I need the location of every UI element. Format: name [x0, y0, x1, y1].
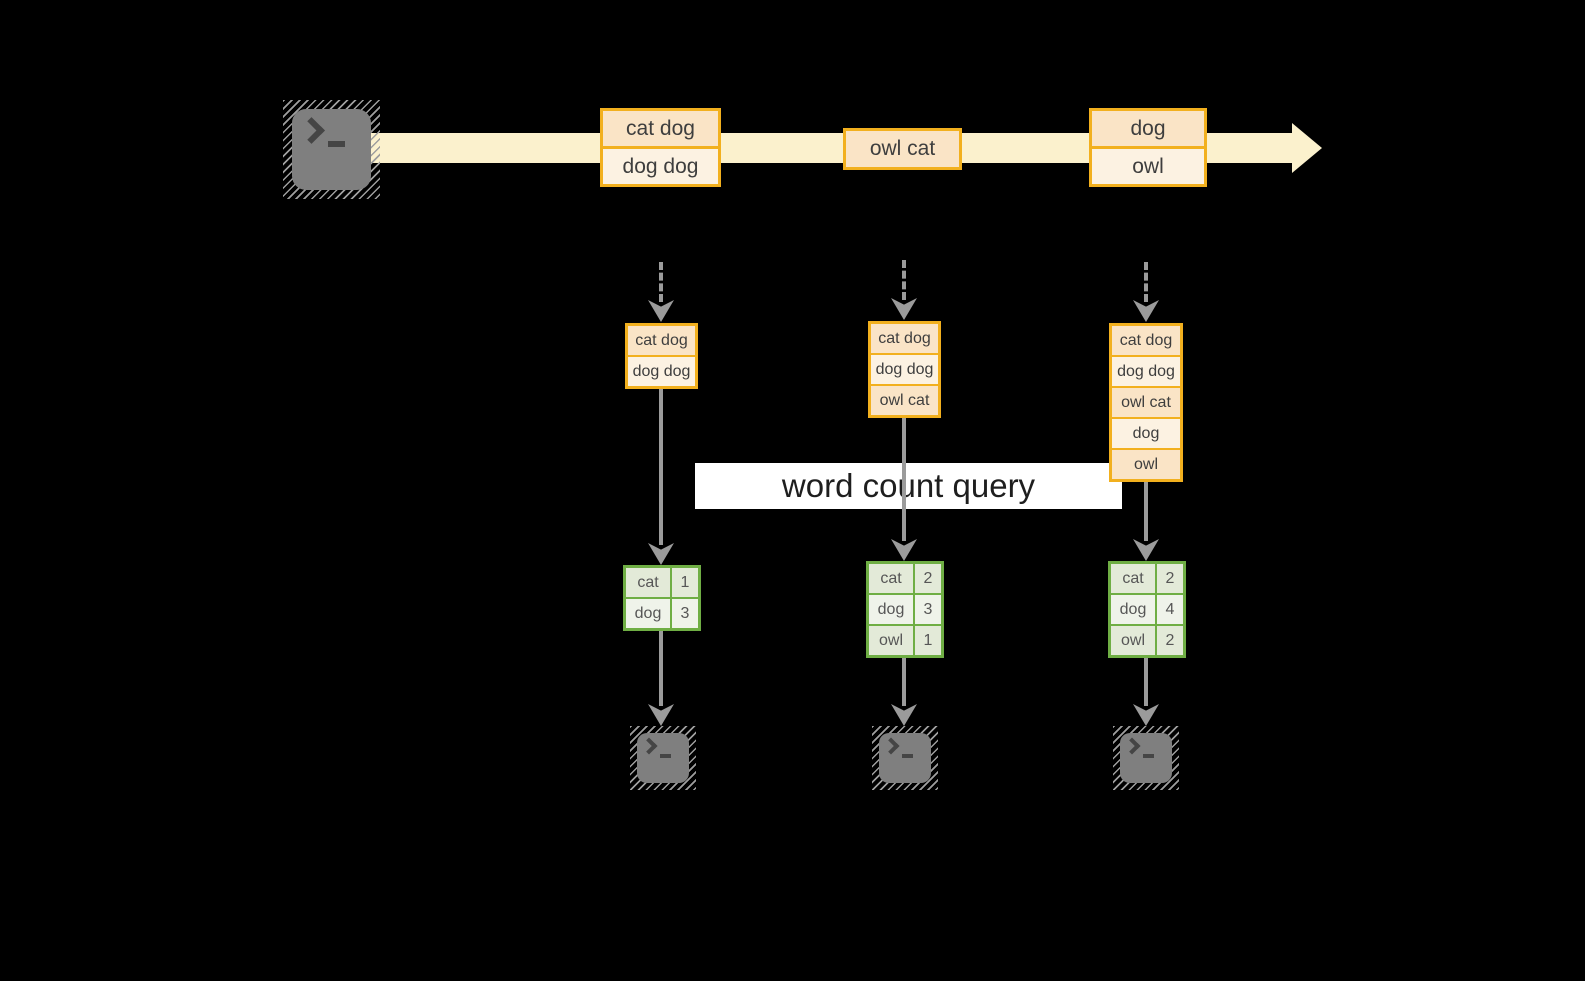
prompt-underscore-icon [328, 141, 345, 147]
prompt-chevron-icon [298, 117, 325, 144]
buffer-cell: dog [1112, 419, 1180, 448]
event-cell: owl cat [846, 131, 959, 167]
count-word-cell: dog [626, 599, 670, 628]
prompt-underscore-icon [1143, 754, 1154, 758]
stream-event-box-3: dog owl [1089, 108, 1207, 187]
buffer-cell: cat dog [628, 326, 695, 355]
arrow-line [902, 416, 906, 541]
sink-terminal-icon [1113, 726, 1179, 790]
stream-event-box-2: owl cat [843, 128, 962, 170]
query-banner: word count query [695, 463, 1122, 509]
buffer-cell: owl cat [1112, 388, 1180, 417]
dashed-arrow-line [902, 260, 906, 300]
count-word-cell: dog [1111, 595, 1155, 624]
buffer-cell: owl [1112, 450, 1180, 479]
terminal-screen [1120, 733, 1172, 783]
stream-event-box-1: cat dog dog dog [600, 108, 721, 187]
query-banner-label: word count query [781, 467, 1036, 504]
prompt-chevron-icon [640, 737, 658, 755]
count-value-cell: 3 [915, 595, 941, 624]
terminal-screen [637, 733, 689, 783]
event-buffer-3: cat dog dog dog owl cat dog owl [1109, 323, 1183, 482]
arrow-head-icon [1133, 300, 1159, 322]
event-buffer-1: cat dog dog dog [625, 323, 698, 389]
count-word-cell: owl [869, 626, 913, 655]
arrow-head-icon [891, 298, 917, 320]
source-terminal-icon [283, 100, 380, 199]
event-buffer-2: cat dog dog dog owl cat [868, 321, 941, 418]
stream-arrow-head-icon [1292, 123, 1322, 173]
buffer-cell: dog dog [871, 355, 938, 384]
event-cell: dog dog [603, 149, 718, 184]
arrow-head-icon [1133, 704, 1159, 726]
count-table-2: cat 2 dog 3 owl 1 [866, 561, 944, 658]
arrow-line [1144, 480, 1148, 541]
dashed-arrow-line [659, 262, 663, 302]
count-word-cell: dog [869, 595, 913, 624]
buffer-cell: owl cat [871, 386, 938, 415]
arrow-line [659, 387, 663, 545]
count-value-cell: 3 [672, 599, 698, 628]
count-value-cell: 4 [1157, 595, 1183, 624]
prompt-underscore-icon [660, 754, 671, 758]
event-cell: dog [1092, 111, 1204, 146]
count-word-cell: cat [626, 568, 670, 597]
count-value-cell: 2 [1157, 626, 1183, 655]
arrow-head-icon [648, 543, 674, 565]
dashed-arrow-line [1144, 262, 1148, 302]
arrow-head-icon [891, 704, 917, 726]
buffer-cell: dog dog [628, 357, 695, 386]
count-value-cell: 1 [672, 568, 698, 597]
count-value-cell: 1 [915, 626, 941, 655]
buffer-cell: cat dog [1112, 326, 1180, 355]
buffer-cell: dog dog [1112, 357, 1180, 386]
prompt-underscore-icon [902, 754, 913, 758]
arrow-head-icon [1133, 539, 1159, 561]
count-word-cell: cat [1111, 564, 1155, 593]
terminal-screen [292, 109, 371, 190]
count-table-3: cat 2 dog 4 owl 2 [1108, 561, 1186, 658]
arrow-head-icon [648, 704, 674, 726]
event-cell: cat dog [603, 111, 718, 146]
count-table-1: cat 1 dog 3 [623, 565, 701, 631]
prompt-chevron-icon [882, 737, 900, 755]
count-word-cell: cat [869, 564, 913, 593]
count-value-cell: 2 [1157, 564, 1183, 593]
buffer-cell: cat dog [871, 324, 938, 353]
prompt-chevron-icon [1123, 737, 1141, 755]
event-cell: owl [1092, 149, 1204, 184]
arrow-line [1144, 658, 1148, 706]
sink-terminal-icon [872, 726, 938, 790]
arrow-head-icon [891, 539, 917, 561]
count-word-cell: owl [1111, 626, 1155, 655]
terminal-screen [879, 733, 931, 783]
arrow-line [659, 631, 663, 706]
count-value-cell: 2 [915, 564, 941, 593]
arrow-line [902, 658, 906, 706]
arrow-head-icon [648, 300, 674, 322]
sink-terminal-icon [630, 726, 696, 790]
